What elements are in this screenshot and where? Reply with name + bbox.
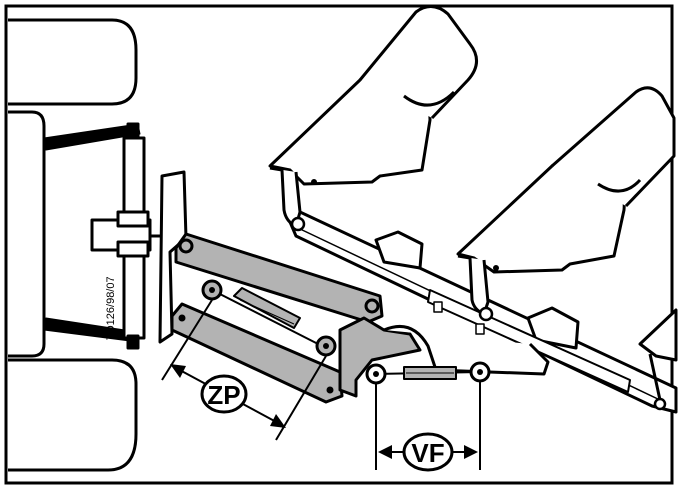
tractor-rear — [8, 18, 188, 472]
hood-left-curve — [403, 90, 456, 107]
lower-arm-pin-left — [178, 314, 186, 322]
link-plate — [338, 316, 422, 398]
zp-pivot-left-bolt — [209, 287, 215, 293]
vf-label: VF — [411, 438, 444, 468]
zp-rod — [211, 289, 323, 347]
hood-edge — [638, 308, 678, 362]
hood-right-pivot — [478, 306, 494, 322]
pto-block-bottom — [116, 240, 150, 258]
deck-bracket-1 — [374, 230, 424, 270]
zp-arrow-left — [170, 364, 186, 378]
mower-deck — [268, 5, 678, 414]
pto-block-top — [116, 210, 150, 228]
vf-arrow-left — [378, 445, 392, 459]
upper-arm-pivot-left — [178, 238, 194, 254]
hood-right-bolt — [493, 265, 499, 271]
zp-arrow-right — [270, 414, 286, 428]
vf-pivot-left-bolt — [373, 371, 379, 377]
zp-pivot-right-bolt — [323, 343, 329, 349]
upper-arm — [174, 232, 384, 324]
axle-cap-top — [126, 122, 140, 140]
deck-skid — [427, 289, 631, 393]
lower-arm — [170, 302, 344, 404]
zp-extension-left — [161, 299, 213, 381]
axle-cap-bottom — [126, 334, 140, 350]
vf-pivot-right-bolt — [477, 369, 483, 375]
deck-tab-1 — [433, 301, 443, 313]
deck-tab-2 — [475, 323, 485, 335]
figure-code: TD126/98/07 — [105, 276, 117, 340]
link-plate-outline — [383, 325, 550, 376]
frame-border — [4, 4, 674, 485]
linkage — [170, 232, 550, 404]
hood-edge-line — [648, 353, 662, 401]
tractor-top-wheel — [8, 18, 138, 106]
tractor-upper-strut — [43, 123, 141, 151]
hood-right-curve — [597, 178, 642, 193]
vf-dimension: VF — [375, 382, 481, 472]
zp-cylinder — [233, 287, 301, 329]
hood-right-top — [551, 86, 676, 208]
tractor-body — [8, 110, 46, 358]
upper-arm-pivot-right — [364, 298, 380, 314]
hood-left-bolt — [311, 179, 317, 185]
vf-label-bubble — [402, 432, 454, 472]
hood-left-pivot — [290, 216, 306, 232]
hood-edge-pivot — [653, 397, 667, 411]
vf-arrow-right — [464, 445, 478, 459]
zp-cylinder-stripe — [239, 299, 295, 325]
zp-label-bubble — [200, 374, 248, 414]
zp-label: ZP — [207, 380, 240, 410]
hitch-bracket — [158, 170, 188, 344]
hood-left-top — [358, 5, 478, 120]
tractor-bottom-wheel — [8, 358, 138, 472]
lower-arm-pin-right — [326, 386, 334, 394]
zp-dimension: ZP — [161, 299, 327, 441]
